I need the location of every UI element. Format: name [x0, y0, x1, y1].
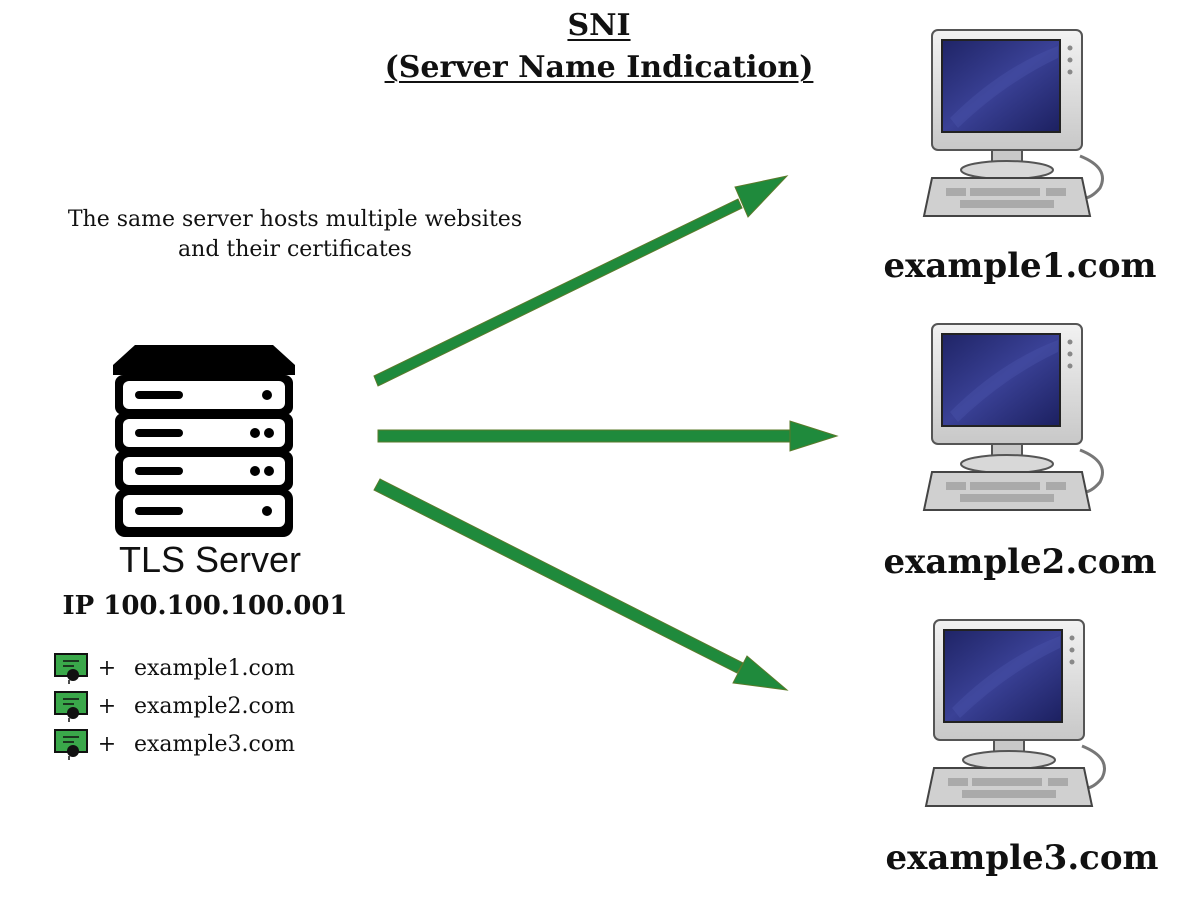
computer-icon	[910, 322, 1120, 522]
certificate-item-3: + example3.com	[52, 727, 295, 761]
computer-icon	[912, 618, 1122, 818]
client-label-1: example1.com	[883, 246, 1157, 286]
certificate-icon	[52, 727, 90, 761]
arrow-to-client-3	[373, 478, 789, 691]
certificate-item-2: + example2.com	[52, 689, 295, 723]
arrow-to-client-1	[373, 175, 789, 387]
computer-icon	[910, 28, 1120, 228]
certificate-icon	[52, 689, 90, 723]
plus-sign: +	[97, 731, 117, 757]
certificate-domain: example2.com	[134, 693, 295, 719]
client-label-2: example2.com	[883, 542, 1157, 582]
server-label: TLS Server	[118, 539, 302, 580]
server-ip: IP 100.100.100.001	[62, 591, 348, 621]
client-label-3: example3.com	[885, 838, 1159, 878]
description-line-1: The same server hosts multiple websites	[67, 207, 523, 232]
server-rack-icon	[113, 345, 295, 541]
description-line-2: and their certificates	[178, 237, 412, 262]
certificate-domain: example3.com	[134, 731, 295, 757]
diagram-title: SNI	[567, 8, 631, 43]
arrow-to-client-2	[377, 420, 839, 452]
plus-sign: +	[97, 693, 117, 719]
certificate-icon	[52, 651, 90, 685]
certificate-domain: example1.com	[134, 655, 295, 681]
certificate-item-1: + example1.com	[52, 651, 295, 685]
plus-sign: +	[97, 655, 117, 681]
diagram-subtitle: (Server Name Indication)	[384, 50, 814, 85]
